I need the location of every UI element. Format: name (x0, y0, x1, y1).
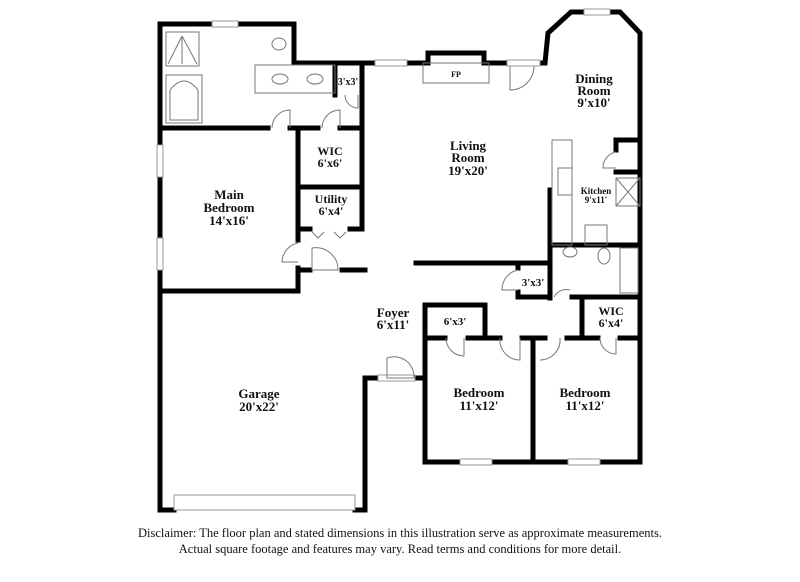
dining-room-dims: 9'x10' (577, 95, 610, 110)
kitchen-sink (557, 167, 573, 196)
hall-closet-dims: 3'x3' (522, 277, 545, 289)
toilet (271, 37, 287, 51)
vanity (254, 64, 336, 94)
bedroom-3-label: Bedroom (559, 385, 610, 400)
bedroom-closet-dims: 6'x3' (444, 316, 467, 328)
wic-bedroom-dims: 6'x4' (599, 316, 624, 330)
fireplace (422, 62, 490, 84)
kitchen-dims: 9'x11' (585, 195, 608, 205)
main-bedroom-dims: 14'x16' (209, 213, 249, 228)
window (211, 20, 239, 28)
window (583, 8, 611, 16)
wic-bedroom-label: WIC (598, 304, 623, 318)
walls (157, 9, 643, 513)
dining-room-label: Dining (575, 71, 613, 86)
sink (306, 73, 324, 85)
kitchen-label: Kitchen (581, 186, 612, 196)
window (506, 59, 541, 67)
window (156, 144, 164, 178)
wic-main-label: WIC (317, 144, 342, 158)
bedroom-2-dims: 11'x12' (459, 398, 498, 413)
bath-closet-dims: 3'x3' (338, 77, 359, 88)
fixtures (165, 31, 641, 294)
main-bedroom-label-2: Bedroom (203, 200, 254, 215)
window (374, 59, 408, 67)
door-swings (271, 65, 617, 379)
hall-toilet (597, 247, 611, 265)
window (156, 237, 164, 271)
foyer-dims: 6'x11' (377, 317, 410, 332)
garage-door (173, 494, 356, 511)
utility-dims: 6'x4' (319, 204, 344, 218)
kitchen-counter (551, 139, 573, 246)
dining-room-label-2: Room (577, 83, 610, 98)
living-room-dims: 19'x20' (448, 163, 488, 178)
disclaimer-line-1: Disclaimer: The floor plan and stated di… (138, 526, 662, 540)
bedroom-2-label: Bedroom (453, 385, 504, 400)
window (567, 458, 601, 466)
main-bedroom-label: Main (214, 187, 244, 202)
wic-main-dims: 6'x6' (318, 156, 343, 170)
disclaimer-line-2: Actual square footage and features may v… (178, 542, 622, 556)
windows (156, 8, 611, 511)
bedroom-3-dims: 11'x12' (565, 398, 604, 413)
stove (584, 224, 608, 246)
fridge (615, 177, 641, 207)
room-labels: Living Room 19'x20' Dining Room 9'x10' K… (203, 70, 623, 414)
utility-label: Utility (315, 192, 348, 206)
sink (271, 73, 289, 85)
garage-dims: 20'x22' (239, 399, 279, 414)
foyer-label: Foyer (377, 305, 410, 320)
window (459, 458, 493, 466)
fireplace-label: FP (451, 70, 461, 79)
shower (165, 31, 200, 67)
hall-bathtub (619, 247, 639, 294)
garage-label: Garage (238, 386, 279, 401)
bathtub (165, 74, 203, 124)
living-room-label-2: Room (451, 150, 484, 165)
living-room-label: Living (450, 138, 487, 153)
hall-sink (562, 246, 578, 258)
